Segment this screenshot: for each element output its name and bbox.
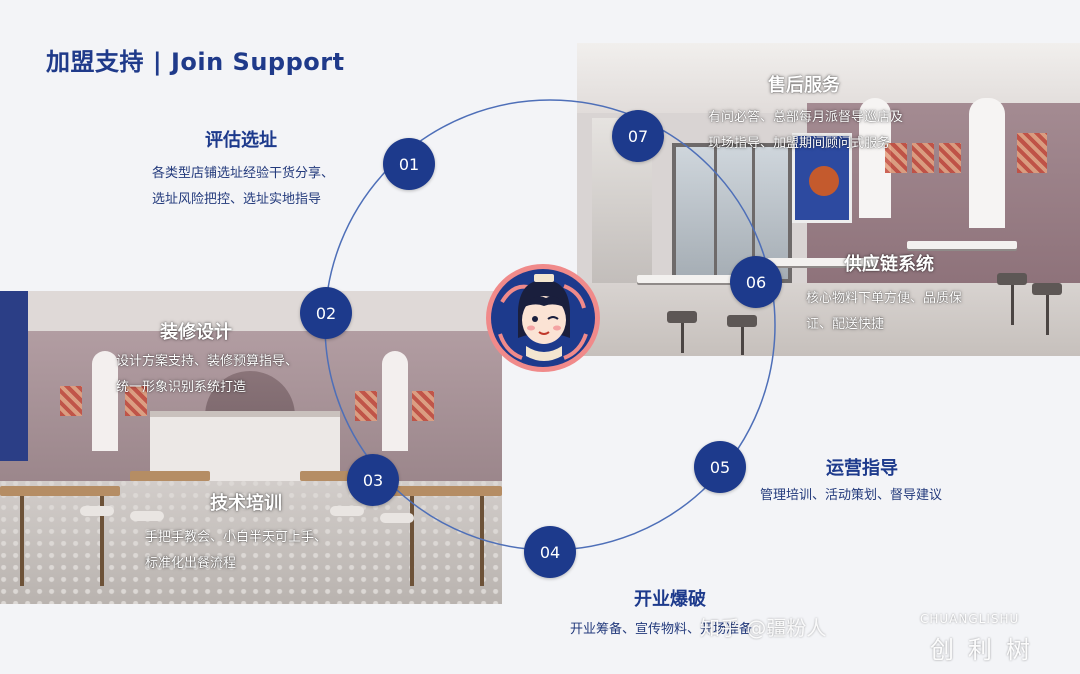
step-node-03: 03 (347, 454, 399, 506)
step-desc-04-line1: 开业筹备、宣传物料、开场准备 (570, 622, 753, 637)
step-title-04: 开业爆破 (634, 589, 706, 610)
step-title-05: 运营指导 (826, 458, 898, 479)
zhihu-watermark: 知乎 @疆粉人 (700, 616, 827, 640)
step-title-03: 技术培训 (210, 493, 282, 514)
logo-chinese-text: 创利树 (930, 636, 1044, 664)
step-node-04: 04 (524, 526, 576, 578)
step-desc-05-line1: 管理培训、活动策划、督导建议 (760, 488, 943, 503)
step-node-02: 02 (300, 287, 352, 339)
step-title-07: 售后服务 (768, 75, 840, 96)
chuanglishu-logo: CHUANGLISHU 创利树 (880, 612, 1070, 668)
step-desc-02-line2: 统一形象识别系统打造 (116, 380, 247, 395)
step-title-01: 评估选址 (205, 130, 277, 151)
step-desc-07-line1: 有问必答、总部每月派督导巡店及 (708, 110, 904, 125)
step-desc-03-line1: 手把手教会、小白半天可上手、 (145, 530, 328, 545)
page-title: 加盟支持 | Join Support (46, 48, 345, 76)
mascot-girl-icon (484, 262, 602, 374)
step-desc-01-line2: 选址风险把控、选址实地指导 (152, 192, 322, 207)
restaurant-photo-left (0, 291, 502, 604)
step-title-06: 供应链系统 (844, 254, 934, 275)
step-title-02: 装修设计 (160, 322, 232, 343)
step-desc-06-line2: 证、配送快捷 (806, 317, 885, 332)
step-node-01: 01 (383, 138, 435, 190)
step-node-05: 05 (694, 441, 746, 493)
step-node-06: 06 (730, 256, 782, 308)
logo-english-text: CHUANGLISHU (920, 612, 1020, 626)
step-desc-01-line1: 各类型店铺选址经验干货分享、 (152, 166, 335, 181)
step-desc-06-line1: 核心物料下单方便、品质保 (806, 291, 963, 306)
step-desc-02-line1: 设计方案支持、装修预算指导、 (116, 354, 299, 369)
step-desc-07-line2: 现场指导、加盟期间顾问式服务 (708, 136, 891, 151)
step-desc-03-line2: 标准化出餐流程 (145, 556, 237, 571)
step-node-07: 07 (612, 110, 664, 162)
